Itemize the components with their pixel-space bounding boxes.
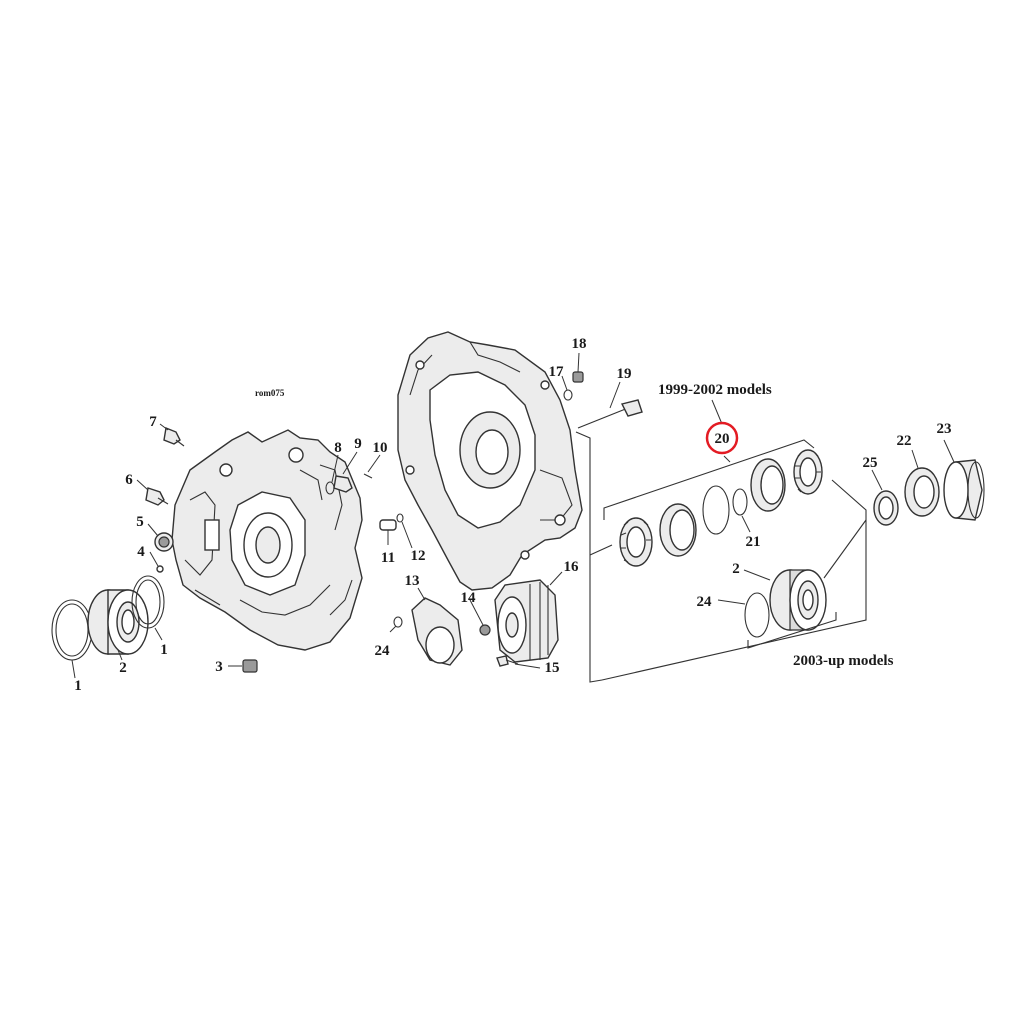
bearing-22 <box>904 467 940 517</box>
label-17: 17 <box>549 364 565 380</box>
label-1b: 1 <box>160 642 168 658</box>
retaining-ring-right <box>131 575 165 629</box>
race-23 <box>943 459 985 521</box>
bushing-5 <box>154 532 174 552</box>
drawing-code: rom075 <box>255 388 285 398</box>
highlight-circle <box>705 421 739 455</box>
label-15: 15 <box>545 660 560 676</box>
note-2003-up-models: 2003-up models <box>793 653 894 669</box>
label-8: 8 <box>334 440 342 456</box>
label-4: 4 <box>137 544 145 560</box>
label-19: 19 <box>617 366 632 382</box>
label-14: 14 <box>461 590 477 606</box>
label-6: 6 <box>125 472 133 488</box>
label-5: 5 <box>136 514 144 530</box>
label-13: 13 <box>405 573 420 589</box>
o-ring-12 <box>396 513 404 523</box>
o-ring-24a <box>393 616 403 628</box>
label-10: 10 <box>373 440 388 456</box>
leader-lines <box>71 352 955 679</box>
label-3: 3 <box>215 659 223 675</box>
oil-filter-16 <box>494 579 559 663</box>
filter-adapter-13 <box>411 597 463 666</box>
washer-4 <box>156 565 164 573</box>
label-1a: 1 <box>74 678 82 694</box>
note-1999-2002-models: 1999-2002 models <box>658 382 772 398</box>
fitting-9 <box>333 475 353 493</box>
label-9: 9 <box>354 436 362 452</box>
grouping-lines <box>575 431 867 683</box>
left-crankcase <box>171 429 363 651</box>
label-24b: 24 <box>697 594 713 610</box>
label-24a: 24 <box>375 643 391 659</box>
bearing-kit-2003-up <box>744 569 827 638</box>
label-12: 12 <box>411 548 426 564</box>
washer-25 <box>873 490 899 526</box>
highlight-callout-20: 20 <box>705 421 739 455</box>
dowel-11 <box>379 519 397 531</box>
bearing-left <box>87 589 149 655</box>
label-22: 22 <box>897 433 912 449</box>
pin-10 <box>363 473 373 479</box>
label-18: 18 <box>572 336 587 352</box>
label-7: 7 <box>149 414 157 430</box>
label-16: 16 <box>564 559 580 575</box>
retaining-ring-left <box>51 599 93 661</box>
fitting-7 <box>163 427 185 447</box>
washer-17 <box>563 389 573 401</box>
bolt-15 <box>496 655 519 667</box>
right-crankcase <box>397 331 583 591</box>
plug-3 <box>242 659 258 673</box>
label-25: 25 <box>863 455 878 471</box>
fitting-6 <box>145 487 169 506</box>
bearing-kit-1999-2002 <box>619 449 823 567</box>
label-21: 21 <box>746 534 761 550</box>
label-2a: 2 <box>119 660 127 676</box>
nipple-14 <box>479 624 491 636</box>
label-23: 23 <box>937 421 952 437</box>
label-11: 11 <box>381 550 395 566</box>
label-20: 20 <box>715 431 730 447</box>
plug-18 <box>572 371 584 383</box>
bolt-19 <box>577 399 643 429</box>
label-2b: 2 <box>732 561 740 577</box>
